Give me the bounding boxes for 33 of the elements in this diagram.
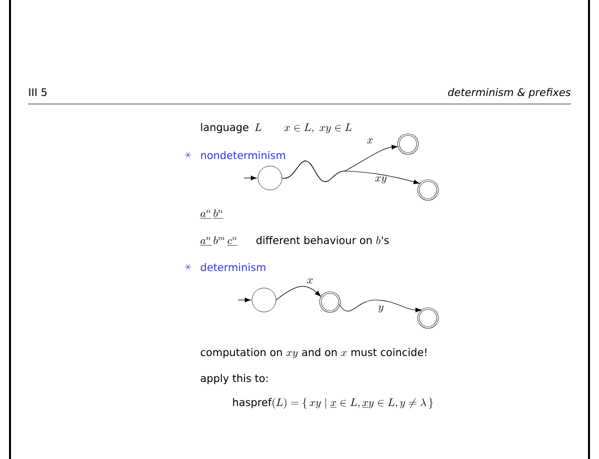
formula: $x$ xyxy=(341,351,347,356)
edge-label: $xy$ xyxy=(375,176,387,184)
transition-arrow xyxy=(282,160,420,184)
formula: $L$ xyxy=(254,124,262,131)
formula: $\underline{a^n}\,b^m\,\underline{c^n}$ xyxy=(200,236,238,246)
transition-arrow xyxy=(276,286,321,300)
accepting-state xyxy=(417,307,439,329)
accepting-state xyxy=(417,179,439,201)
text-line: 's xyxy=(382,236,389,244)
start-state xyxy=(252,288,276,312)
formula: $\mbox{haspref}(L) = \{\, xy \mid \underline{x} \in L, \underline{x}y \in L, y \neq \lambda \,\}$ xyxy=(233,398,433,409)
formula: $x \in L,\ xy \in L$ xyxy=(284,124,352,134)
edge-label: $x$ xyxy=(367,138,373,144)
bullet-heading: determinism xyxy=(200,263,266,272)
accepting-state xyxy=(397,133,419,155)
text-line: computation on xyxy=(200,348,282,358)
formula: $xy$ xyxy=(286,351,298,358)
edge-label: $x$ xyxy=(307,278,313,284)
text-line: and on xyxy=(302,348,337,356)
text-line: different behaviour on xyxy=(256,236,372,244)
slide-title: determinism & prefixes xyxy=(448,88,571,98)
edge-label: $y$ xyxy=(378,305,384,313)
formula: $b$ xyxy=(376,236,380,244)
entry-arrow xyxy=(238,298,251,302)
text-line: apply this to: xyxy=(200,374,268,384)
formula: $\underline{a^n}\,\underline{b^n}$ xyxy=(200,209,224,218)
entry-arrow xyxy=(244,176,257,180)
text-line: must coincide! xyxy=(352,348,426,356)
start-state xyxy=(258,166,282,190)
accepting-state xyxy=(319,291,341,313)
transition-arrow xyxy=(339,300,422,312)
slide-number: III 5 xyxy=(29,88,47,96)
text-line: language xyxy=(201,123,248,134)
